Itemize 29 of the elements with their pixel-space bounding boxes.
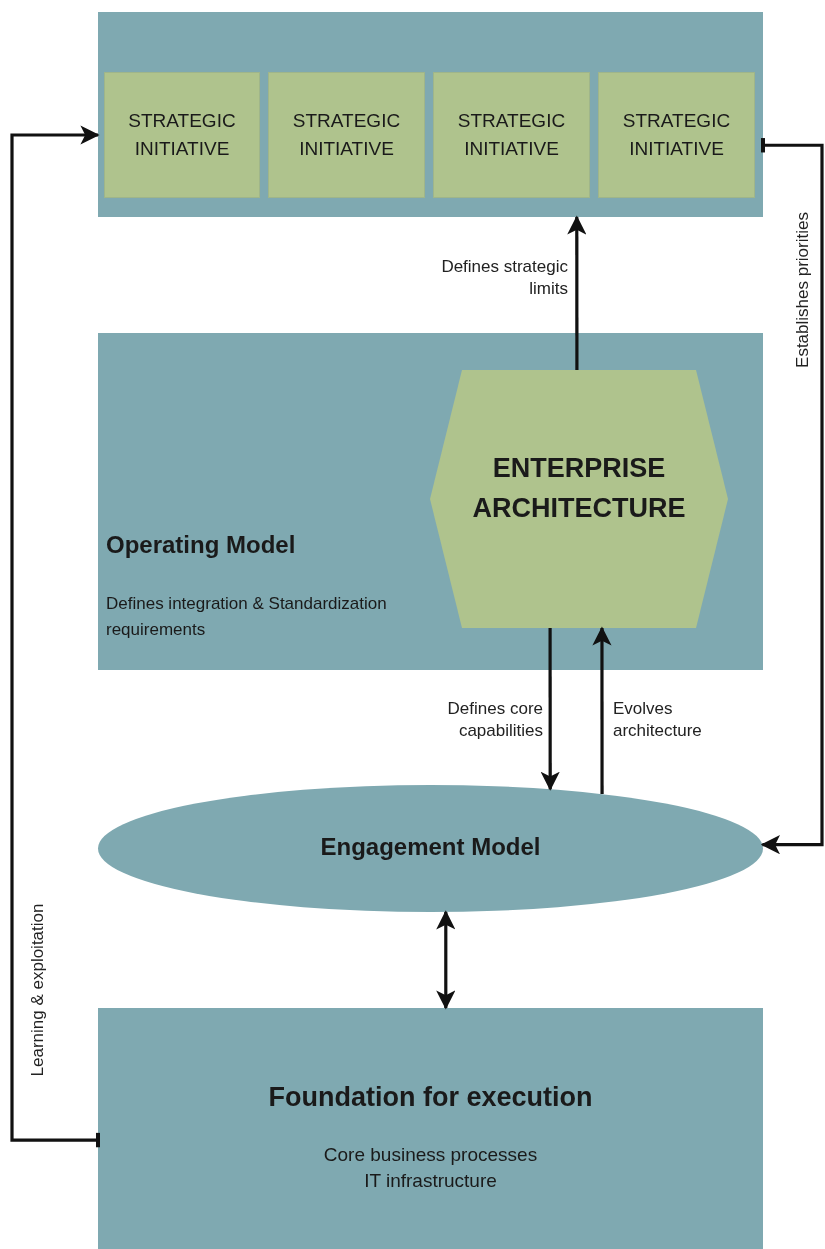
edge-label: Evolves architecture (613, 698, 703, 742)
initiative-label: STRATEGIC INITIATIVE (291, 109, 402, 161)
foundation-title: Foundation for execution (267, 1082, 594, 1113)
arrow (592, 626, 612, 795)
edge-label: Defines core capabilities (446, 698, 543, 742)
model-title: Operating Model (106, 531, 296, 559)
engagement-title: Engagement Model (319, 833, 542, 861)
arrow (436, 910, 456, 1010)
foundation-item: Core business processes (322, 1144, 539, 1166)
initiative-label: STRATEGIC INITIATIVE (621, 109, 732, 161)
arrow (760, 138, 824, 855)
arrow (10, 125, 101, 1148)
foundation-item: IT infrastructure (363, 1170, 498, 1192)
initiative-box (433, 72, 590, 198)
initiative-box (268, 72, 425, 198)
initiative-box (598, 72, 755, 198)
initiatives-panel (98, 12, 763, 217)
initiative-label: STRATEGIC INITIATIVE (127, 109, 237, 161)
edge-label: Learning & exploitation (27, 903, 48, 1077)
arrow (567, 215, 587, 370)
operating-model-box (98, 333, 763, 670)
model-description: Defines integration & Standardization requirements (106, 593, 388, 641)
edge-label: Establishes priorities (792, 212, 813, 368)
architecture-label: ENTERPRISE ARCHITECTURE (471, 452, 687, 525)
edge-label: Defines strategic limits (440, 256, 568, 300)
initiative-box (104, 72, 260, 198)
foundation-box (98, 1008, 763, 1249)
arrow (540, 628, 560, 791)
initiative-label: STRATEGIC INITIATIVE (456, 109, 567, 161)
